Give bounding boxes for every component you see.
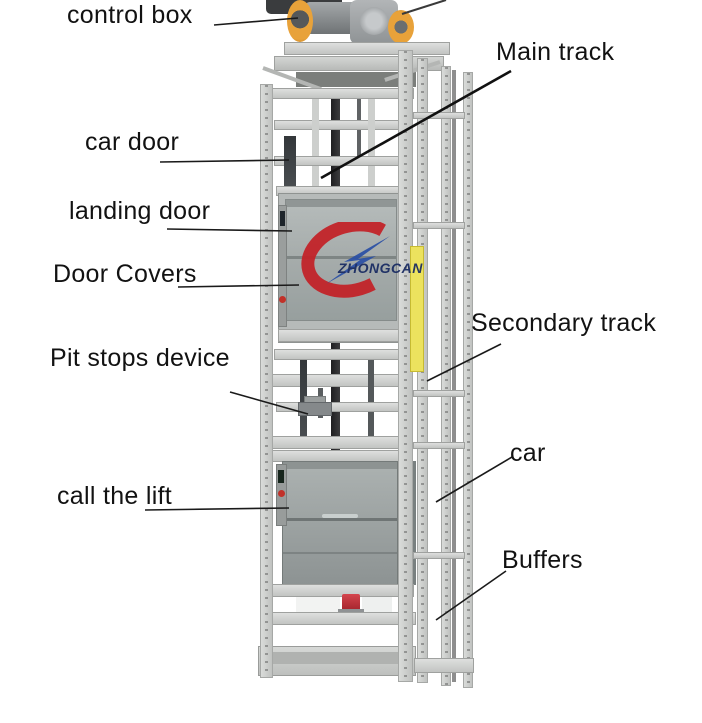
lattice-mullion bbox=[368, 99, 375, 187]
landing-control-strip bbox=[278, 205, 287, 327]
car-box bbox=[282, 461, 398, 585]
guide-column-post bbox=[441, 66, 451, 686]
frame-beam bbox=[274, 120, 402, 130]
call-lift-display bbox=[278, 470, 284, 483]
landing-door-panel bbox=[285, 199, 397, 321]
landing-control-display bbox=[280, 211, 285, 226]
mounting-beam bbox=[266, 374, 410, 387]
traction-pulley-right bbox=[388, 10, 414, 44]
label-control-box: control box bbox=[67, 1, 193, 29]
column-connector bbox=[413, 390, 465, 397]
label-call-the-lift: call the lift bbox=[57, 482, 173, 510]
label-secondary-track: Secondary track bbox=[471, 309, 657, 337]
car-top-rail bbox=[283, 462, 397, 469]
label-car: car bbox=[510, 439, 546, 467]
call-lift-button bbox=[278, 490, 285, 497]
gearbox-wheel bbox=[360, 7, 388, 35]
secondary-track-yellow-strip bbox=[410, 246, 424, 372]
car-door-seam bbox=[283, 518, 397, 521]
column-connector bbox=[413, 442, 465, 449]
column-connector bbox=[413, 112, 465, 119]
machine-platform-beam-top bbox=[284, 42, 450, 55]
base-opening bbox=[296, 597, 340, 613]
guide-column-rail-dark bbox=[452, 70, 456, 682]
column-connector bbox=[413, 222, 465, 229]
base-beam-lower bbox=[264, 612, 416, 625]
column-connector bbox=[413, 552, 465, 559]
lattice-mullion bbox=[312, 99, 319, 187]
label-pit-stops-device: Pit stops device bbox=[50, 344, 230, 372]
door-sill-beam bbox=[278, 329, 404, 342]
buffer-flange bbox=[338, 609, 364, 613]
landing-door-seam bbox=[286, 256, 396, 259]
buffer-block bbox=[342, 594, 360, 611]
car-door-slot bbox=[284, 136, 296, 190]
base-frame-inner bbox=[272, 652, 402, 664]
car-door-handle bbox=[322, 514, 358, 518]
mast-post-left bbox=[260, 84, 273, 678]
label-car-door: car door bbox=[85, 128, 180, 156]
lattice-shadow-light bbox=[368, 360, 374, 440]
landing-stop-button bbox=[279, 296, 286, 303]
frame-beam bbox=[274, 349, 404, 360]
base-opening bbox=[362, 597, 392, 613]
frame-beam bbox=[276, 402, 404, 412]
label-landing-door: landing door bbox=[69, 197, 211, 225]
guide-column-post bbox=[463, 72, 473, 688]
column-foot bbox=[414, 658, 474, 673]
landing-door-top-rail bbox=[286, 200, 396, 207]
traction-pulley-left bbox=[287, 0, 313, 42]
frame-beam bbox=[270, 436, 410, 449]
pit-stop-device-box bbox=[298, 402, 332, 416]
control-box-leader-line bbox=[213, 17, 299, 26]
base-beam-upper bbox=[268, 584, 414, 597]
label-main-track: Main track bbox=[496, 38, 615, 66]
landing-door-leader-line bbox=[166, 228, 293, 232]
label-door-covers: Door Covers bbox=[53, 260, 197, 288]
car-lower-seam bbox=[283, 552, 397, 554]
hoist-rope bbox=[401, 0, 447, 15]
frame-beam bbox=[262, 88, 414, 99]
label-buffers: Buffers bbox=[502, 546, 583, 574]
